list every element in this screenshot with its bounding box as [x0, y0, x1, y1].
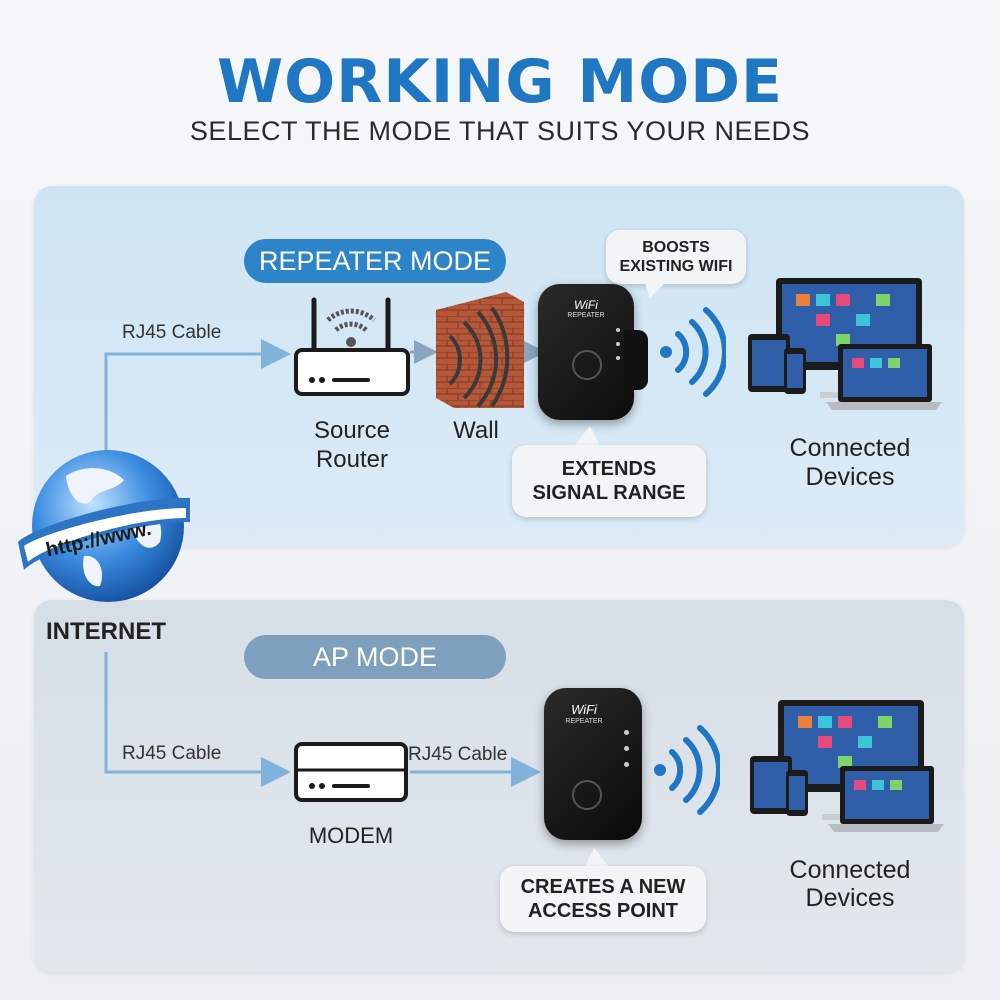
rj45-cable-label-ap: RJ45 Cable [122, 743, 222, 764]
led-icon [616, 328, 620, 332]
router-icon [294, 297, 410, 396]
wps-button-icon [572, 350, 602, 380]
led-icon [616, 342, 620, 346]
ap-mode-pill: AP MODE [244, 635, 506, 679]
repeater-wifi-text: WiFi [574, 298, 598, 312]
boosts-wifi-callout: BOOSTS EXISTING WIFI [606, 230, 746, 284]
ap-callout-line2: ACCESS POINT [527, 900, 679, 922]
callout-pointer-ap [584, 848, 610, 868]
connected-devices-ap-label-line1: Connected [789, 856, 911, 884]
rj45-cable-label: RJ45 Cable [122, 322, 222, 343]
connected-devices-label-line1: Connected [789, 434, 911, 462]
led-icon [624, 730, 629, 735]
wps-button-icon [572, 780, 602, 810]
internet-label: INTERNET [46, 618, 166, 645]
led-icon [616, 356, 620, 360]
connected-devices-icon [748, 278, 942, 410]
extends-range-callout: EXTENDS SIGNAL RANGE [512, 445, 706, 517]
led-icon [624, 762, 629, 767]
boosts-callout-line2: EXISTING WIFI [619, 258, 733, 275]
page-title: WORKING MODE [216, 47, 784, 117]
modem-icon [294, 742, 408, 802]
rj45-cable-label-modem: RJ45 Cable [408, 744, 508, 765]
extends-callout-line1: EXTENDS [561, 458, 657, 480]
cable-line-repeater [104, 339, 291, 470]
ap-repeater-model-text: REPEATER [565, 718, 603, 725]
connected-devices-icon [750, 700, 944, 832]
callout-pointer-extends [574, 426, 600, 446]
wifi-signal-icon [660, 307, 726, 397]
extends-callout-line2: SIGNAL RANGE [532, 482, 686, 504]
repeater-model-text: REPEATER [567, 312, 605, 319]
creates-access-point-callout: CREATES A NEW ACCESS POINT [500, 866, 706, 932]
connected-devices-ap-label-line2: Devices [805, 884, 895, 912]
source-router-label-line1: Source [313, 417, 391, 444]
page-subtitle: SELECT THE MODE THAT SUITS YOUR NEEDS [189, 116, 811, 146]
wall-label: Wall [453, 417, 499, 444]
led-icon [624, 746, 629, 751]
wifi-repeater-device: WiFi REPEATER [538, 284, 634, 420]
connected-devices-label-line2: Devices [805, 463, 895, 491]
ap-repeater-device: WiFi REPEATER [544, 688, 642, 840]
brick-wall-icon [436, 292, 524, 408]
callout-pointer-top [644, 280, 668, 298]
ap-repeater-wifi-text: WiFi [571, 702, 597, 717]
plug-side [624, 330, 648, 390]
cable-line-ap [104, 652, 291, 787]
globe-icon [18, 450, 190, 602]
modem-label: MODEM [308, 823, 394, 848]
boosts-callout-line1: BOOSTS [642, 239, 710, 256]
source-router-label-line2: Router [315, 446, 389, 473]
ap-callout-line1: CREATES A NEW [520, 876, 686, 898]
repeater-mode-pill: REPEATER MODE [244, 239, 506, 283]
wifi-signal-icon [654, 725, 720, 815]
